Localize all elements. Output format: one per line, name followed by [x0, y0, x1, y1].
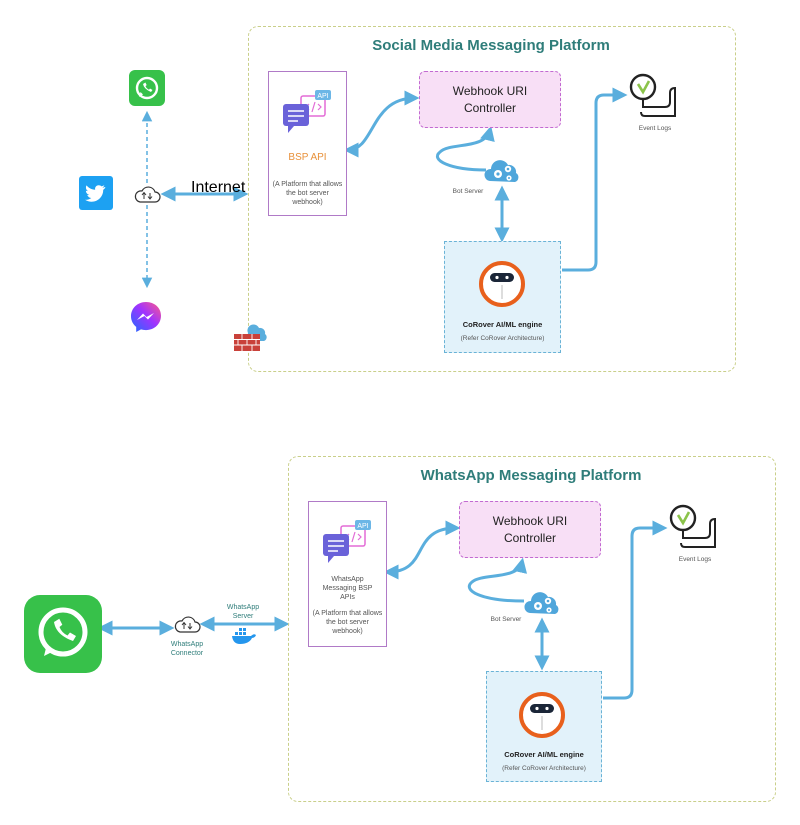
bsp-title-line-3: APIs [340, 594, 355, 601]
bot-server-label: Bot Server [452, 188, 484, 195]
webhook-line-2-b: Controller [503, 530, 556, 545]
api-badge-label: API [317, 93, 328, 100]
arrow-webhook-botserver [436, 125, 495, 172]
server-label-line-1: WhatsApp [226, 604, 260, 611]
whatsapp-platform-container [288, 456, 776, 802]
webhook-uri-controller-box-2: Webhook URI Controller [459, 501, 601, 558]
corover-engine-subtitle-2: (Refer CoRover Architecture) [502, 765, 586, 772]
server-label-line-2: Server [232, 613, 254, 620]
whatsapp-bsp-title: WhatsApp Messaging BSP APIs [310, 575, 385, 602]
social-media-platform-container [248, 26, 736, 372]
arrow-engine-eventlogs [562, 87, 628, 272]
connector-cloud-icon [173, 613, 201, 635]
api-badge-label-2: API [357, 523, 368, 530]
social-media-platform-title: Social Media Messaging Platform [372, 37, 610, 54]
whatsapp-connector-label: WhatsApp Connector [160, 640, 214, 658]
gear-cloud-icon-2 [524, 585, 562, 619]
gear-cloud-icon [484, 153, 522, 187]
bsp-api-box [268, 71, 347, 216]
whatsapp-app-icon [24, 595, 102, 673]
bsp-api-title: BSP API [288, 152, 327, 163]
corover-engine-subtitle: (Refer CoRover Architecture) [460, 335, 545, 342]
chat-api-icon-2: API [321, 520, 371, 564]
event-logs-label-2: Event Logs [678, 556, 712, 563]
docker-icon [231, 628, 257, 644]
corover-logo-icon-2 [517, 690, 567, 740]
corover-logo-icon [477, 259, 527, 309]
connector-label-line-2: Connector [170, 650, 204, 657]
connector-label-line-1: WhatsApp [170, 641, 204, 648]
bot-server-label-2: Bot Server [490, 616, 522, 623]
webhook-line-1-b: Webhook URI [492, 513, 568, 528]
chat-api-icon: API [281, 90, 331, 134]
arrow-bsp-webhook-2 [383, 520, 461, 580]
whatsapp-server-label: WhatsApp Server [218, 603, 268, 621]
internet-label: Internet [191, 179, 246, 196]
corover-engine-title: CoRover AI/ML engine [462, 320, 543, 329]
firewall-icon [232, 318, 268, 354]
twitter-icon [79, 176, 113, 210]
corover-engine-title-2: CoRover AI/ML engine [504, 750, 584, 759]
arrow-webhook-botserver-2 [467, 557, 528, 603]
arrow-engine-eventlogs-2 [603, 520, 668, 700]
arrow-bsp-webhook [343, 90, 420, 158]
bsp-api-description: (A Platform that allows the bot server w… [272, 181, 343, 206]
webhook-line-2: Controller [463, 100, 516, 115]
event-log-icon [628, 72, 680, 118]
whatsapp-bsp-description: (A Platform that allows the bot server w… [312, 610, 383, 635]
whatsapp-icon [129, 70, 165, 106]
webhook-line-1: Webhook URI [452, 83, 528, 98]
webhook-uri-controller-box: Webhook URI Controller [419, 71, 561, 128]
whatsapp-platform-title: WhatsApp Messaging Platform [420, 467, 642, 484]
bsp-title-line-2: Messaging BSP [322, 585, 373, 592]
event-logs-label: Event Logs [638, 125, 672, 132]
messenger-icon [129, 300, 163, 334]
event-log-icon-2 [668, 503, 720, 549]
bsp-title-line-1: WhatsApp [331, 576, 364, 583]
cloud-sync-icon [133, 183, 161, 205]
